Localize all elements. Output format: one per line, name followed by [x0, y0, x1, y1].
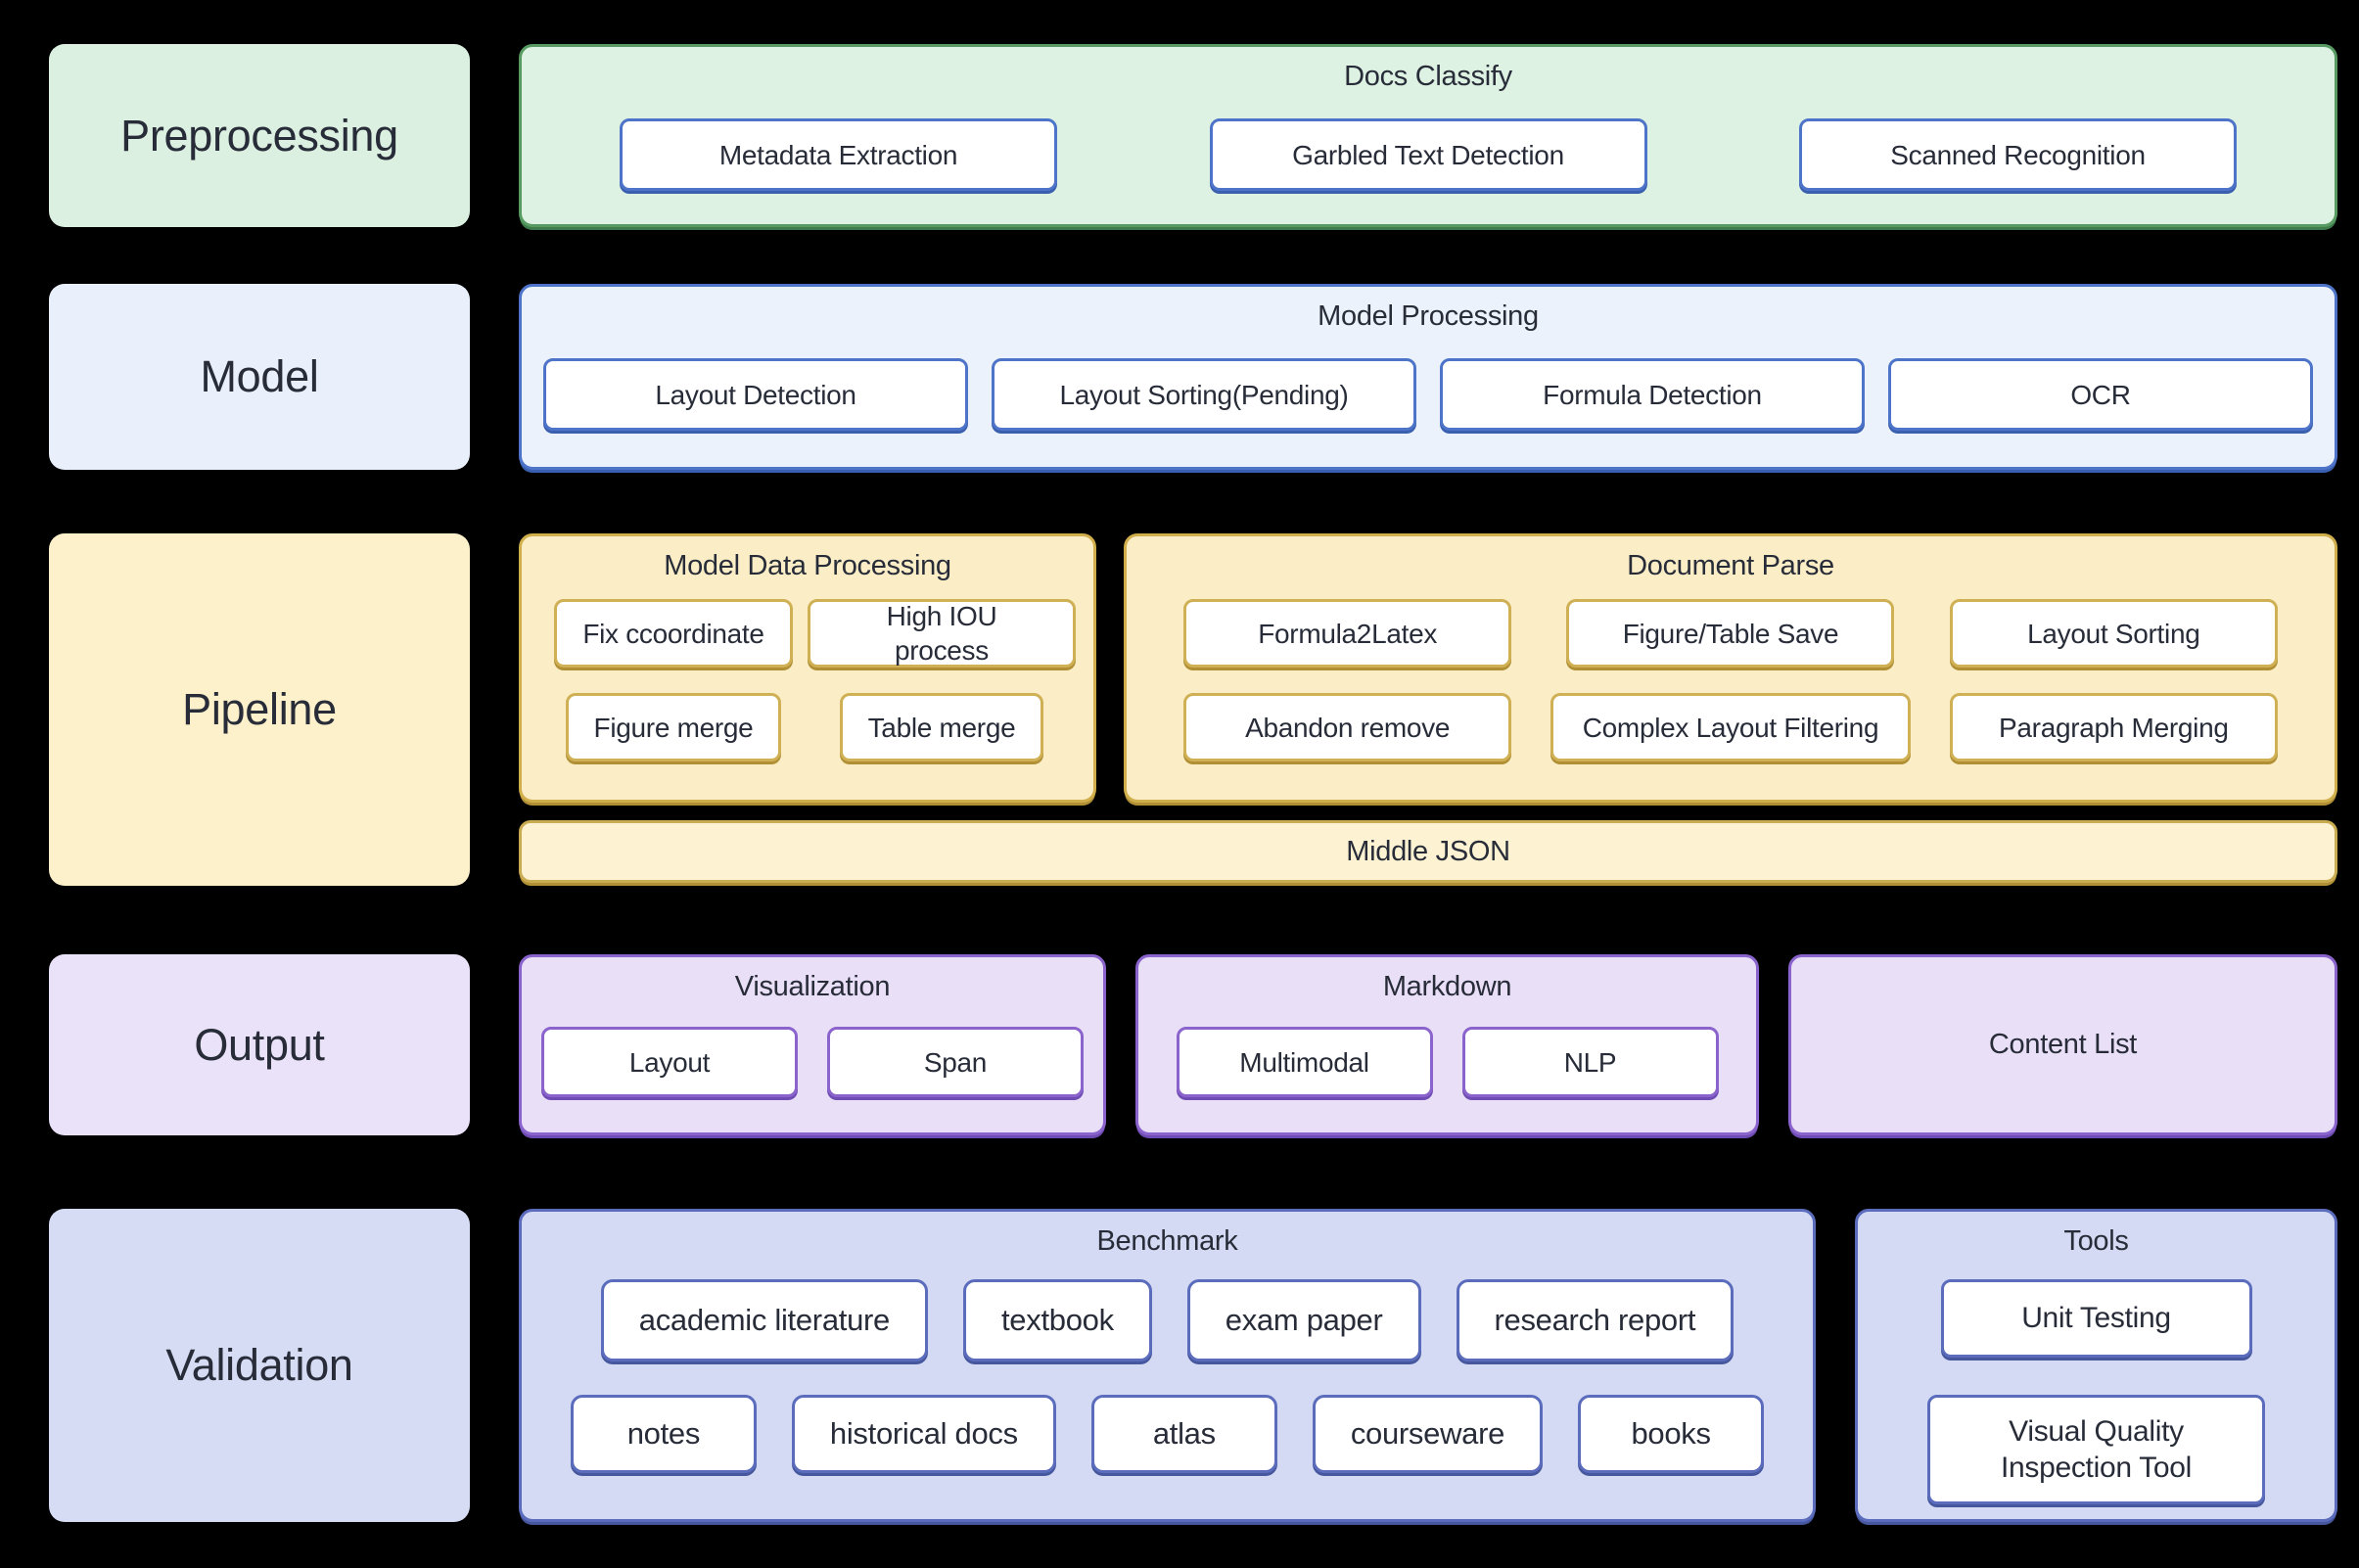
group-markdown: Markdown Multimodal NLP — [1135, 954, 1759, 1135]
group-model-data-processing: Model Data Processing Fix ccoordinate Hi… — [519, 533, 1096, 803]
node-textbook: textbook — [962, 1279, 1152, 1361]
node-layout-sorting: Layout Sorting — [1949, 599, 2278, 668]
group-docs-classify: Docs Classify Metadata Extraction Garble… — [519, 44, 2337, 227]
node-figure-merge: Figure merge — [565, 693, 782, 761]
model-processing-nodes: Layout Detection Layout Sorting(Pending)… — [522, 358, 2335, 431]
node-complex-layout-filtering: Complex Layout Filtering — [1550, 693, 1912, 761]
node-formula-detection: Formula Detection — [1440, 358, 1865, 431]
visualization-nodes: Layout Span — [522, 1027, 1103, 1097]
node-figure-table-save: Figure/Table Save — [1566, 599, 1895, 668]
node-high-iou-process: High IOU process — [808, 599, 1076, 668]
node-scanned-recognition: Scanned Recognition — [1799, 118, 2237, 191]
node-layout: Layout — [541, 1027, 798, 1097]
group-visualization: Visualization Layout Span — [519, 954, 1106, 1135]
node-metadata-extraction: Metadata Extraction — [620, 118, 1057, 191]
node-fix-ccoordinate: Fix ccoordinate — [554, 599, 793, 668]
node-atlas: atlas — [1090, 1395, 1277, 1473]
node-formula2latex: Formula2Latex — [1183, 599, 1512, 668]
node-table-merge: Table merge — [839, 693, 1044, 761]
row-label-pipeline: Pipeline — [49, 533, 470, 886]
tools-nodes: Unit Testing Visual Quality Inspection T… — [1858, 1258, 2335, 1504]
group-model-processing: Model Processing Layout Detection Layout… — [519, 284, 2337, 470]
node-research-report: research report — [1456, 1279, 1735, 1361]
row-label-model: Model — [49, 284, 470, 470]
node-layout-sorting-pending: Layout Sorting(Pending) — [992, 358, 1416, 431]
node-nlp: NLP — [1461, 1027, 1719, 1097]
markdown-nodes: Multimodal NLP — [1138, 1027, 1756, 1097]
group-title-benchmark: Benchmark — [1096, 1225, 1238, 1257]
group-title-visualization: Visualization — [734, 971, 891, 1002]
node-layout-detection: Layout Detection — [543, 358, 968, 431]
row-pipeline: Pipeline Model Data Processing Fix ccoor… — [49, 533, 2337, 886]
group-title-tools: Tools — [2063, 1225, 2129, 1257]
group-title-model-processing: Model Processing — [1318, 300, 1539, 332]
node-historical-docs: historical docs — [791, 1395, 1056, 1473]
node-unit-testing: Unit Testing — [1940, 1279, 2252, 1358]
row-validation: Validation Benchmark academic literature… — [49, 1209, 2337, 1522]
model-data-processing-nodes: Fix ccoordinate High IOU process Figure … — [522, 599, 1093, 761]
node-notes: notes — [570, 1395, 757, 1473]
document-parse-nodes: Formula2Latex Figure/Table Save Layout S… — [1127, 599, 2335, 761]
group-title-markdown: Markdown — [1382, 971, 1512, 1002]
row-model: Model Model Processing Layout Detection … — [49, 284, 2337, 470]
node-abandon-remove: Abandon remove — [1183, 693, 1512, 761]
benchmark-nodes-row2: notes historical docs atlas courseware b… — [522, 1395, 1813, 1473]
node-span: Span — [827, 1027, 1084, 1097]
node-exam-paper: exam paper — [1186, 1279, 1421, 1361]
node-books: books — [1578, 1395, 1765, 1473]
row-label-output: Output — [49, 954, 470, 1135]
group-title-document-parse: Document Parse — [1627, 550, 1834, 581]
node-visual-quality-inspection-tool: Visual Quality Inspection Tool — [1927, 1395, 2265, 1504]
node-paragraph-merging: Paragraph Merging — [1949, 693, 2278, 761]
row-label-preprocessing: Preprocessing — [49, 44, 470, 227]
node-garbled-text-detection: Garbled Text Detection — [1209, 118, 1647, 191]
group-title-model-data-processing: Model Data Processing — [664, 550, 951, 581]
benchmark-nodes-row1: academic literature textbook exam paper … — [522, 1279, 1813, 1361]
node-ocr: OCR — [1888, 358, 2313, 431]
node-courseware: courseware — [1312, 1395, 1544, 1473]
group-benchmark: Benchmark academic literature textbook e… — [519, 1209, 1816, 1522]
node-academic-literature: academic literature — [600, 1279, 928, 1361]
group-title-content-list: Content List — [1988, 1029, 2138, 1060]
group-tools: Tools Unit Testing Visual Quality Inspec… — [1855, 1209, 2337, 1522]
group-title-docs-classify: Docs Classify — [1344, 61, 1512, 92]
row-preprocessing: Preprocessing Docs Classify Metadata Ext… — [49, 44, 2337, 227]
node-multimodal: Multimodal — [1176, 1027, 1433, 1097]
middle-json-bar: Middle JSON — [519, 820, 2337, 883]
row-output: Output Visualization Layout Span Markdow… — [49, 954, 2337, 1135]
row-label-validation: Validation — [49, 1209, 470, 1522]
group-document-parse: Document Parse Formula2Latex Figure/Tabl… — [1124, 533, 2337, 803]
group-content-list: Content List — [1788, 954, 2337, 1135]
docs-classify-nodes: Metadata Extraction Garbled Text Detecti… — [522, 118, 2335, 191]
